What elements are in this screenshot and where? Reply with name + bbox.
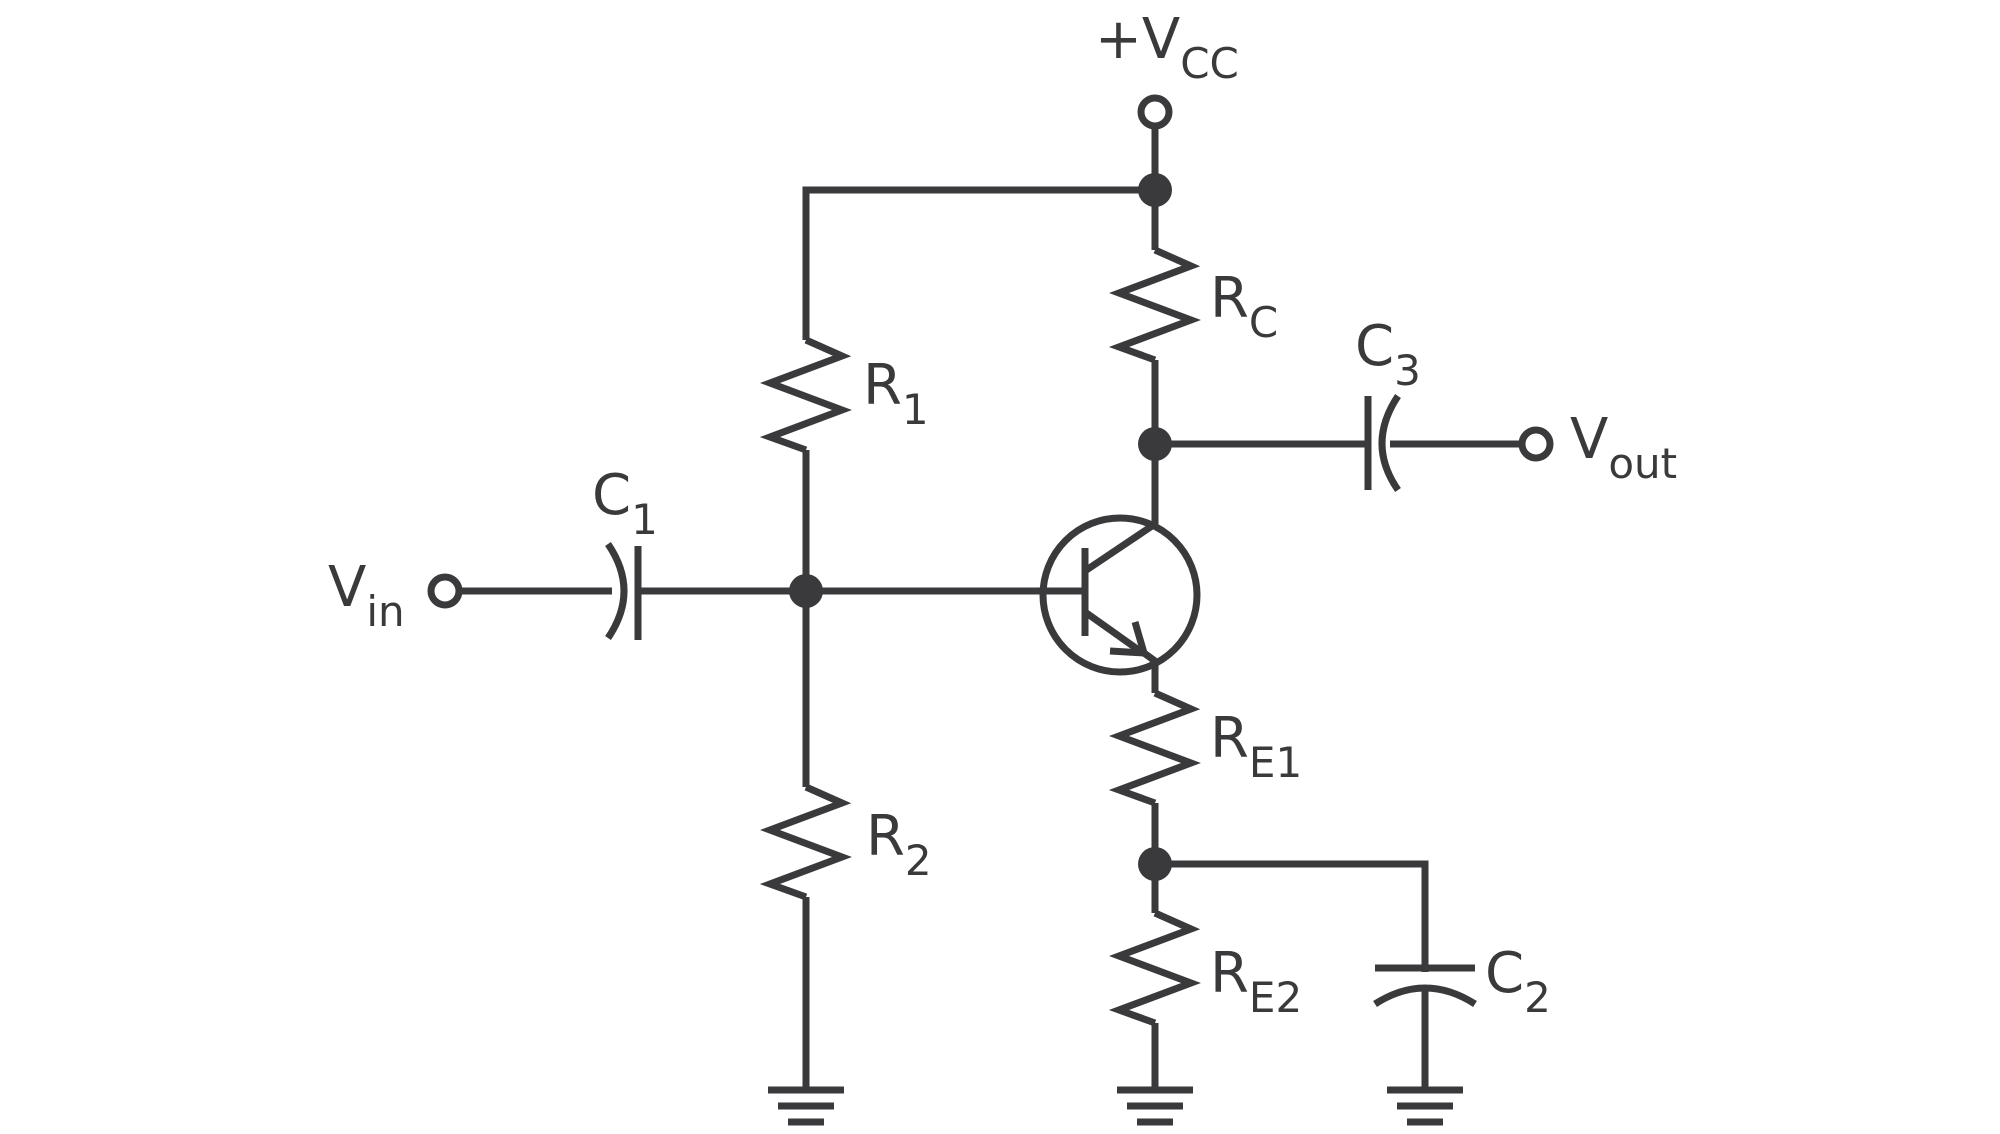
label-c2: C2	[1485, 941, 1551, 1022]
label-c3: C3	[1355, 314, 1421, 395]
terminal-vcc	[1137, 94, 1173, 130]
resistor-rc	[1108, 246, 1201, 364]
transistor-npn	[1039, 514, 1201, 676]
label-vout: Vout	[1570, 407, 1677, 488]
resistor-re1	[1108, 689, 1201, 807]
junction-emitter	[1138, 847, 1172, 881]
wires	[459, 123, 1523, 1090]
label-re1: RE1	[1210, 706, 1302, 787]
resistor-re2	[1108, 909, 1201, 1027]
transistor-emitter-tail	[1141, 650, 1158, 664]
label-vin: Vin	[328, 555, 405, 636]
wire-node-to-c2	[1155, 860, 1429, 972]
junction-nodes	[789, 173, 1172, 881]
wire-top-rail	[802, 186, 1155, 340]
transistor-collector-lead	[1083, 521, 1157, 574]
label-r1: R1	[863, 353, 929, 434]
terminal-vout	[1518, 426, 1554, 462]
junction-vcc	[1138, 173, 1172, 207]
resistor-r1	[759, 336, 852, 454]
capacitor-c3	[1364, 394, 1401, 492]
capacitor-c1	[605, 542, 642, 640]
terminals	[427, 94, 1554, 609]
junction-collector	[1138, 427, 1172, 461]
label-re2: RE2	[1210, 941, 1302, 1022]
ground-c2	[1387, 1086, 1463, 1126]
label-rc: RC	[1210, 266, 1278, 347]
label-c1: C1	[592, 463, 658, 544]
ground-re2	[1117, 1086, 1193, 1126]
label-vcc: +VCC	[1095, 7, 1239, 88]
junction-base	[789, 574, 823, 608]
transistor-emitter-lead	[1082, 609, 1143, 654]
resistor-r2	[759, 783, 852, 901]
capacitor-c2	[1373, 964, 1477, 1007]
terminal-vin	[427, 573, 463, 609]
ground-r2	[768, 1086, 844, 1126]
label-r2: R2	[866, 804, 932, 885]
